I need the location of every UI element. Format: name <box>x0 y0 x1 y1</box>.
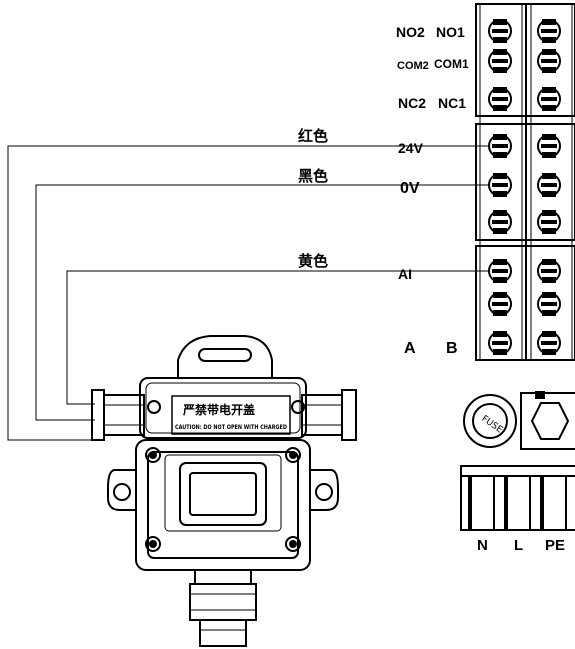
label-24v: 24V <box>398 140 424 156</box>
device-warning-cn: 严禁带电开盖 <box>182 402 255 417</box>
label-com1: COM1 <box>434 57 469 71</box>
label-n: N <box>477 537 488 554</box>
label-ai: AI <box>398 266 412 282</box>
screw-row-1 <box>488 19 561 43</box>
label-l: L <box>514 537 523 554</box>
label-a: A <box>404 340 416 357</box>
wires <box>7 145 489 441</box>
label-b: B <box>446 340 458 357</box>
label-com2: COM2 <box>397 60 429 72</box>
label-0v: 0V <box>400 180 420 197</box>
wire-label-yellow: 黄色 <box>298 252 328 270</box>
wire-label-red: 红色 <box>298 127 328 145</box>
device-caution-en: CAUTION: DO NOT OPEN WITH CHARGED <box>175 423 287 431</box>
label-nc2: NC2 <box>398 95 426 111</box>
fuse-holder <box>463 394 517 448</box>
label-no2: NO2 <box>396 24 425 40</box>
wire-red-24v <box>7 145 489 441</box>
label-nc1: NC1 <box>438 95 466 111</box>
gas-detector <box>91 335 357 647</box>
screw-row-9 <box>488 331 561 355</box>
label-pe: PE <box>545 537 565 554</box>
power-terminal-block <box>460 465 575 531</box>
wire-yellow-ai <box>66 270 489 405</box>
fuse-label: FUSE <box>479 414 504 436</box>
terminal-block <box>475 3 575 361</box>
screw-row-6 <box>488 210 561 234</box>
screw-row-4 <box>488 134 561 158</box>
screw-row-8 <box>488 292 561 316</box>
screw-row-7 <box>488 259 561 283</box>
screw-row-2 <box>488 49 561 73</box>
power-switch <box>520 391 575 450</box>
wire-label-black: 黑色 <box>298 167 328 185</box>
label-no1: NO1 <box>436 24 465 40</box>
screw-row-5 <box>488 173 561 197</box>
terminal-screws <box>488 19 561 355</box>
wire-black-0v <box>35 184 489 421</box>
screw-row-3 <box>488 87 561 111</box>
